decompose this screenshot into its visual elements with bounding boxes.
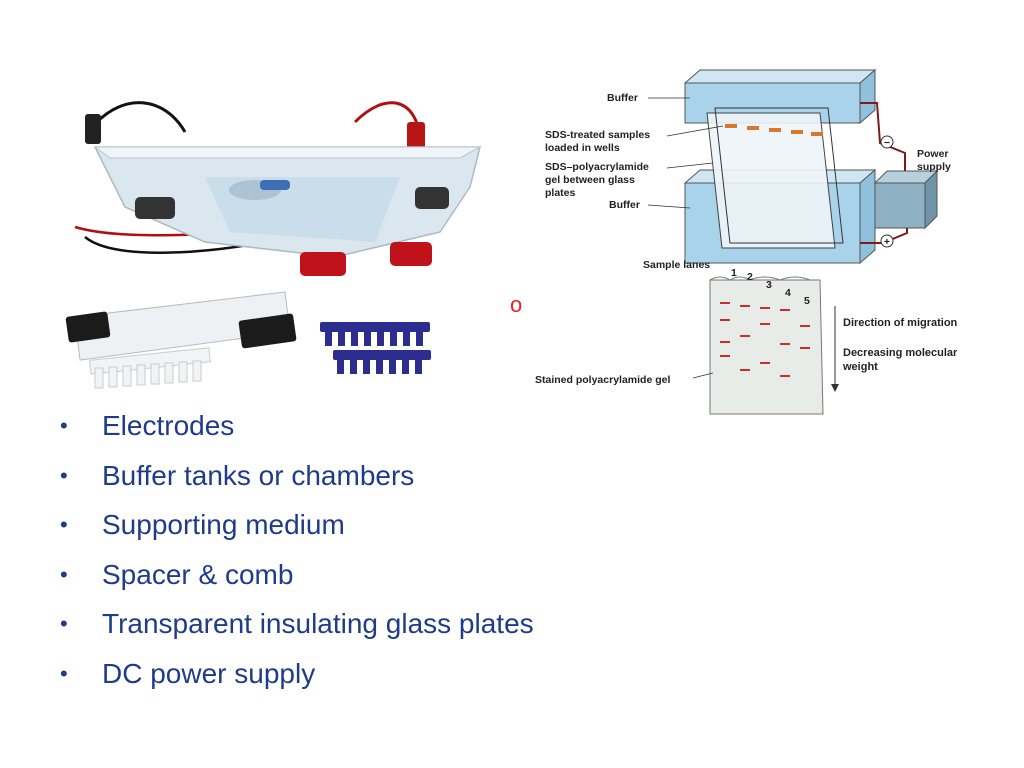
list-item: • DC power supply bbox=[58, 652, 534, 702]
stray-character: o bbox=[510, 292, 523, 317]
label-power-1: Power bbox=[917, 148, 949, 160]
list-item: • Buffer tanks or chambers bbox=[58, 454, 534, 504]
label-decreasing-2: weight bbox=[842, 361, 878, 373]
label-sds-samples-2: loaded in wells bbox=[545, 142, 620, 154]
bullet-icon: • bbox=[60, 660, 68, 686]
label-sds-samples-1: SDS-treated samples bbox=[545, 129, 650, 141]
list-item-text: Supporting medium bbox=[102, 509, 345, 540]
label-migration: Direction of migration bbox=[843, 317, 958, 329]
lane-number-4: 4 bbox=[785, 287, 791, 299]
list-item-text: DC power supply bbox=[102, 657, 316, 689]
lane-number-2: 2 bbox=[747, 271, 753, 283]
label-buffer-top: Buffer bbox=[607, 92, 638, 104]
label-stained-gel: Stained polyacrylamide gel bbox=[535, 374, 670, 386]
label-decreasing-1: Decreasing molecular bbox=[843, 347, 958, 359]
component-list: • Electrodes • Buffer tanks or chambers • S… bbox=[58, 404, 534, 701]
bullet-icon: • bbox=[60, 561, 68, 587]
lane-number-3: 3 bbox=[766, 279, 772, 291]
list-item: • Electrodes bbox=[58, 404, 534, 454]
list-item: • Transparent insulating glass plates bbox=[58, 602, 534, 652]
bullet-icon: • bbox=[60, 512, 68, 537]
list-item: • Spacer & comb bbox=[58, 553, 534, 603]
list-item-text: Buffer tanks or chambers bbox=[102, 459, 415, 491]
bullet-icon: • bbox=[60, 462, 68, 488]
lane-number-1: 1 bbox=[731, 267, 737, 279]
plus-terminal-label: + bbox=[884, 236, 890, 248]
bullet-icon: • bbox=[60, 413, 68, 438]
list-item: • Supporting medium bbox=[58, 503, 534, 553]
label-gel-1: SDS–polyacrylamide bbox=[545, 161, 649, 173]
minus-terminal-label: − bbox=[884, 137, 890, 149]
label-power-2: supply bbox=[917, 161, 951, 173]
list-item-text: Transparent insulating glass plates bbox=[102, 608, 534, 639]
list-item-text: Spacer & comb bbox=[102, 558, 294, 590]
label-buffer-bottom: Buffer bbox=[609, 199, 640, 211]
electrophoresis-apparatus-photo bbox=[65, 101, 481, 389]
bullet-icon: • bbox=[60, 611, 68, 636]
sds-page-setup-diagram: − + Buffer SDS-treated samples load bbox=[535, 68, 958, 415]
label-gel-3: plates bbox=[545, 187, 576, 199]
lane-number-5: 5 bbox=[804, 295, 810, 307]
label-gel-2: gel between glass bbox=[545, 174, 635, 186]
label-sample-lanes: Sample lanes bbox=[643, 259, 710, 271]
list-item-text: Electrodes bbox=[102, 410, 235, 441]
